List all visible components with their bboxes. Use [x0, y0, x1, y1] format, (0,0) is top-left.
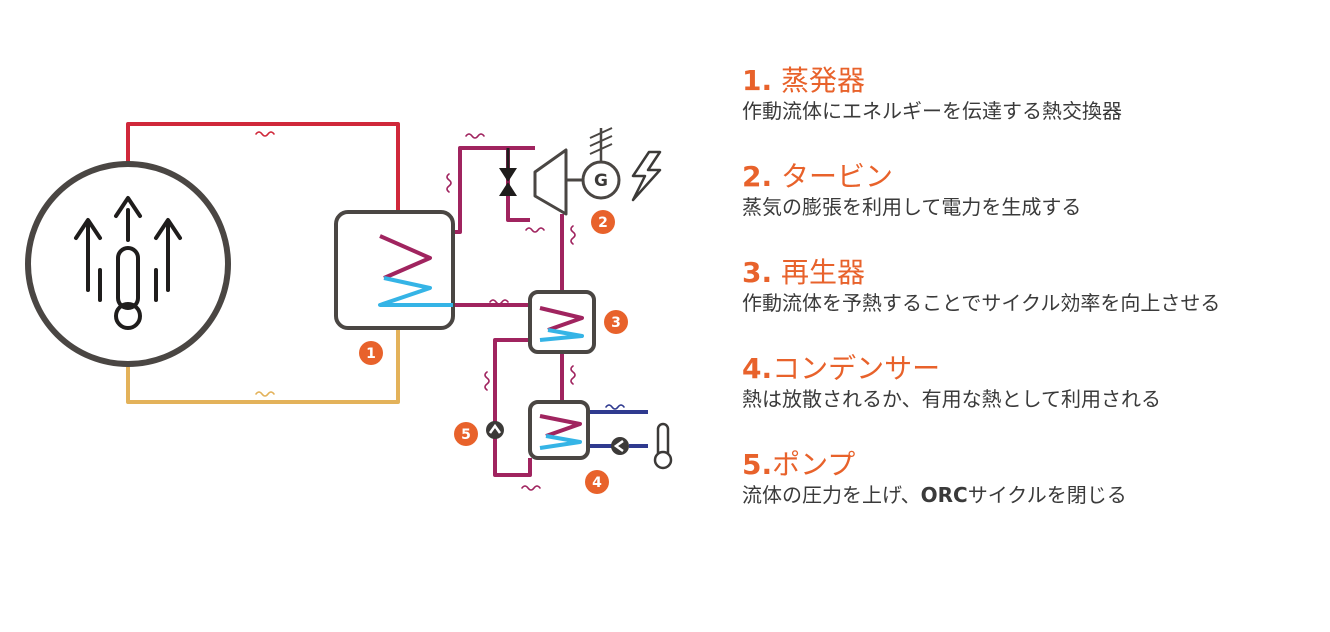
evaporator [334, 210, 455, 330]
svg-text:4: 4 [592, 475, 602, 491]
svg-text:1: 1 [366, 346, 376, 362]
regenerator [528, 290, 596, 354]
condensate-line [493, 338, 532, 477]
badge-1: 1 [359, 341, 383, 365]
legend-item-evaporator: 1. 蒸発器 作動流体にエネルギーを伝達する熱交換器 [742, 64, 1122, 124]
legend-description: 作動流体にエネルギーを伝達する熱交換器 [742, 99, 1122, 123]
legend-title: 1. 蒸発器 [742, 64, 866, 97]
heat-source-icon [25, 161, 231, 367]
legend-description: 流体の圧力を上げ、ORCサイクルを閉じる [742, 483, 1127, 507]
turbine-icon [533, 148, 585, 216]
legend-item-regenerator: 3. 再生器 作動流体を予熱することでサイクル効率を向上させる [742, 256, 1220, 316]
legend-description: 作動流体を予熱することでサイクル効率を向上させる [742, 291, 1221, 315]
badge-3: 3 [604, 310, 628, 334]
thermometer-icon [653, 422, 673, 470]
svg-text:3: 3 [611, 315, 621, 331]
legend-item-pump: 5.ポンプ 流体の圧力を上げ、ORCサイクルを閉じる [742, 448, 1127, 508]
return-pipe [126, 328, 400, 404]
lightning-icon [631, 150, 662, 202]
badge-2: 2 [591, 210, 615, 234]
legend-title: 2. タービン [742, 160, 894, 193]
condenser [528, 400, 648, 460]
legend-description: 熱は放散されるか、有用な熱として利用される [742, 387, 1161, 411]
vapor-line [453, 146, 530, 234]
flow-indicators [255, 131, 625, 491]
generator-icon: G [581, 127, 621, 200]
svg-text:5: 5 [461, 427, 471, 443]
legend-item-condenser: 4.コンデンサー 熱は放散されるか、有用な熱として利用される [742, 352, 1161, 412]
valve-icon [499, 148, 517, 196]
legend-title: 4.コンデンサー [742, 352, 941, 385]
hot-supply-pipe [126, 122, 400, 212]
legend-item-turbine: 2. タービン 蒸気の膨張を利用して電力を生成する [742, 160, 1081, 220]
cooling-water-pump-icon [611, 437, 648, 455]
legend-description: 蒸気の膨張を利用して電力を生成する [742, 195, 1082, 219]
legend-title: 5.ポンプ [742, 448, 856, 481]
generator-label: G [594, 171, 608, 191]
svg-text:2: 2 [598, 215, 608, 231]
badge-5: 5 [454, 422, 478, 446]
badge-4: 4 [585, 470, 609, 494]
pump-icon [486, 421, 504, 439]
legend-title: 3. 再生器 [742, 256, 866, 289]
orc-cycle-diagram: G 1 2 3 4 [25, 122, 673, 494]
